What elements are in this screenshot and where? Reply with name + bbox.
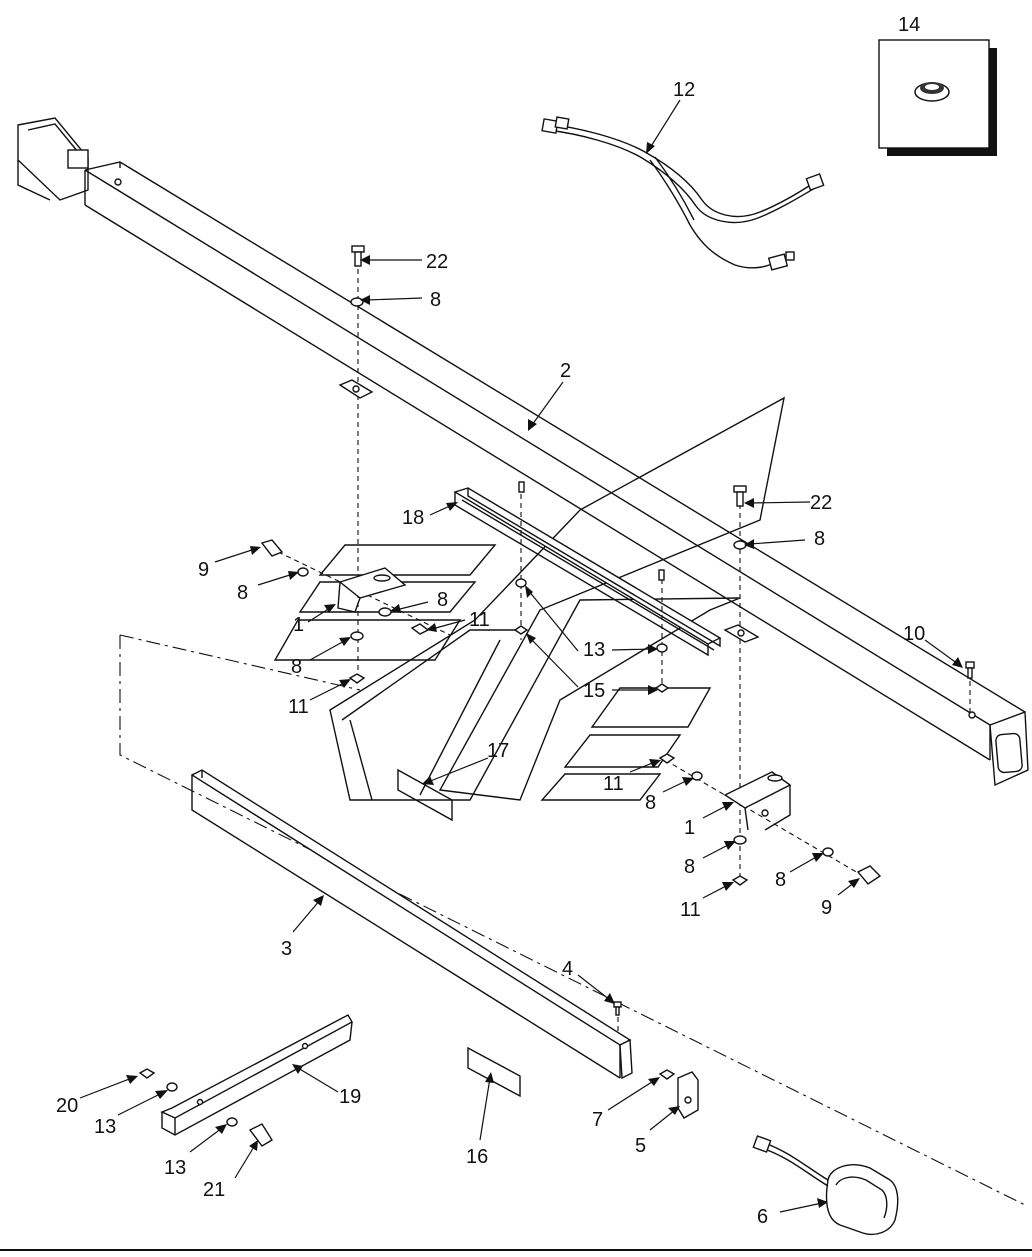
callout-11-right: 11 xyxy=(603,773,624,795)
callout-labels: 14 12 22 8 2 22 18 8 9 8 8 1 11 8 13 10 … xyxy=(56,14,925,1228)
callout-14: 14 xyxy=(898,14,920,36)
callout-20: 20 xyxy=(56,1095,78,1117)
callout-9-left: 9 xyxy=(198,559,209,581)
part-5-bracket xyxy=(658,1069,699,1119)
part-2-main-tube xyxy=(17,117,1029,787)
callout-6: 6 xyxy=(757,1206,768,1228)
callout-7: 7 xyxy=(592,1109,603,1131)
callout-5: 5 xyxy=(635,1135,646,1157)
hardware xyxy=(260,245,975,886)
callout-13-bl: 13 xyxy=(94,1116,116,1138)
part-6-lamp xyxy=(752,1135,899,1236)
callout-8-right-c: 8 xyxy=(775,869,786,891)
part-18-channel xyxy=(453,487,722,657)
decal-panels-right xyxy=(540,687,712,801)
part-12-wiring-harness xyxy=(541,116,825,271)
callout-16: 16 xyxy=(466,1146,488,1168)
callout-22-top: 22 xyxy=(426,251,448,273)
callout-18: 18 xyxy=(402,507,424,529)
callout-8-mid: 8 xyxy=(437,589,448,611)
part-19-channel xyxy=(138,1014,353,1147)
callout-8-right: 8 xyxy=(814,528,825,550)
callout-4: 4 xyxy=(562,958,573,980)
part-17-decal xyxy=(397,768,453,822)
callout-8-right-a: 8 xyxy=(645,792,656,814)
callout-8-top: 8 xyxy=(430,289,441,311)
part-16-decal xyxy=(467,1046,521,1098)
callout-10: 10 xyxy=(903,623,925,645)
callout-17: 17 xyxy=(487,740,509,762)
callout-19: 19 xyxy=(339,1086,361,1108)
callout-8-left: 8 xyxy=(237,582,248,604)
callout-11-mid: 11 xyxy=(469,609,490,631)
boundary-line-upper xyxy=(119,634,361,691)
callout-1-left: 1 xyxy=(293,614,304,636)
part-14-grommet-card xyxy=(878,39,997,156)
callout-15: 15 xyxy=(583,680,605,702)
part-18-bracket-outline xyxy=(329,396,785,801)
callout-8-right-b: 8 xyxy=(684,856,695,878)
leader-lines xyxy=(79,99,963,1213)
part-4-screw xyxy=(613,1001,622,1016)
callout-3: 3 xyxy=(281,938,292,960)
callout-21: 21 xyxy=(203,1179,225,1201)
callout-13-mid: 13 xyxy=(583,639,605,661)
callout-2: 2 xyxy=(560,360,571,382)
callout-11-right-low: 11 xyxy=(680,899,701,921)
callout-11-low: 11 xyxy=(288,696,309,718)
callout-8-low: 8 xyxy=(291,656,302,678)
callout-12: 12 xyxy=(673,79,695,101)
callout-13-bm: 13 xyxy=(164,1157,186,1179)
callout-9-right: 9 xyxy=(821,897,832,919)
callout-22-right: 22 xyxy=(810,492,832,514)
part-3-lower-tube xyxy=(190,769,633,1080)
decal-panels-left xyxy=(273,544,497,661)
callout-1-right: 1 xyxy=(684,817,695,839)
boundary-line-lower xyxy=(119,635,1026,1206)
